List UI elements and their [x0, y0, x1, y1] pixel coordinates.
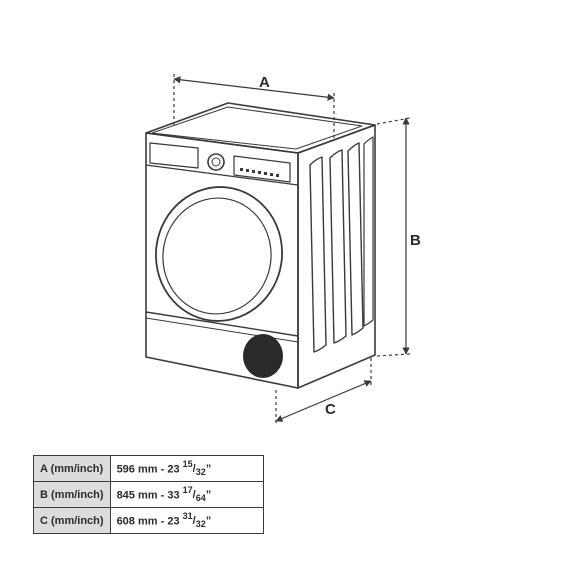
fraction-numerator: 31 [182, 510, 193, 521]
program-knob-center-icon [211, 157, 221, 167]
dimensions-table: A (mm/inch) 596 mm - 23 15/32” B (mm/inc… [33, 455, 264, 534]
value-mm: 596 mm [116, 463, 158, 476]
control-buttons [240, 168, 279, 177]
dimension-label-a: A [259, 74, 270, 91]
dimension-lines [173, 74, 411, 425]
vent-grille-icon [243, 334, 283, 378]
row-key: A (mm/inch) [33, 455, 111, 482]
value-inch-fraction: 15/32” [182, 458, 212, 478]
row-key: B (mm/inch) [33, 481, 111, 508]
program-knob-icon [207, 153, 225, 171]
fraction-numerator: 15 [182, 458, 193, 469]
row-value: 608 mm - 23 31/32” [109, 507, 264, 534]
row-key: C (mm/inch) [33, 507, 111, 534]
fraction-denominator: 64 [195, 493, 206, 504]
dimension-label-c: C [325, 401, 336, 418]
value-inch-whole: 33 [167, 489, 180, 502]
value-inch-whole: 23 [167, 463, 180, 476]
table-row: B (mm/inch) 845 mm - 33 17/64” [33, 481, 264, 508]
dryer-dimension-diagram: A B C [145, 74, 421, 425]
dryer-outline [145, 102, 376, 389]
value-inch-fraction: 17/64” [182, 484, 212, 504]
value-mm: 845 mm [116, 489, 158, 502]
value-inch-fraction: 31/32” [182, 510, 212, 530]
row-value: 596 mm - 23 15/32” [109, 455, 264, 482]
dimension-label-b: B [410, 232, 421, 249]
value-inch-whole: 23 [167, 515, 180, 528]
fraction-denominator: 32 [195, 519, 206, 530]
row-value: 845 mm - 33 17/64” [109, 481, 264, 508]
fraction-denominator: 32 [195, 467, 206, 478]
table-row: A (mm/inch) 596 mm - 23 15/32” [33, 455, 264, 482]
fraction-numerator: 17 [182, 484, 193, 495]
value-mm: 608 mm [116, 515, 158, 528]
table-row: C (mm/inch) 608 mm - 23 31/32” [33, 507, 264, 534]
